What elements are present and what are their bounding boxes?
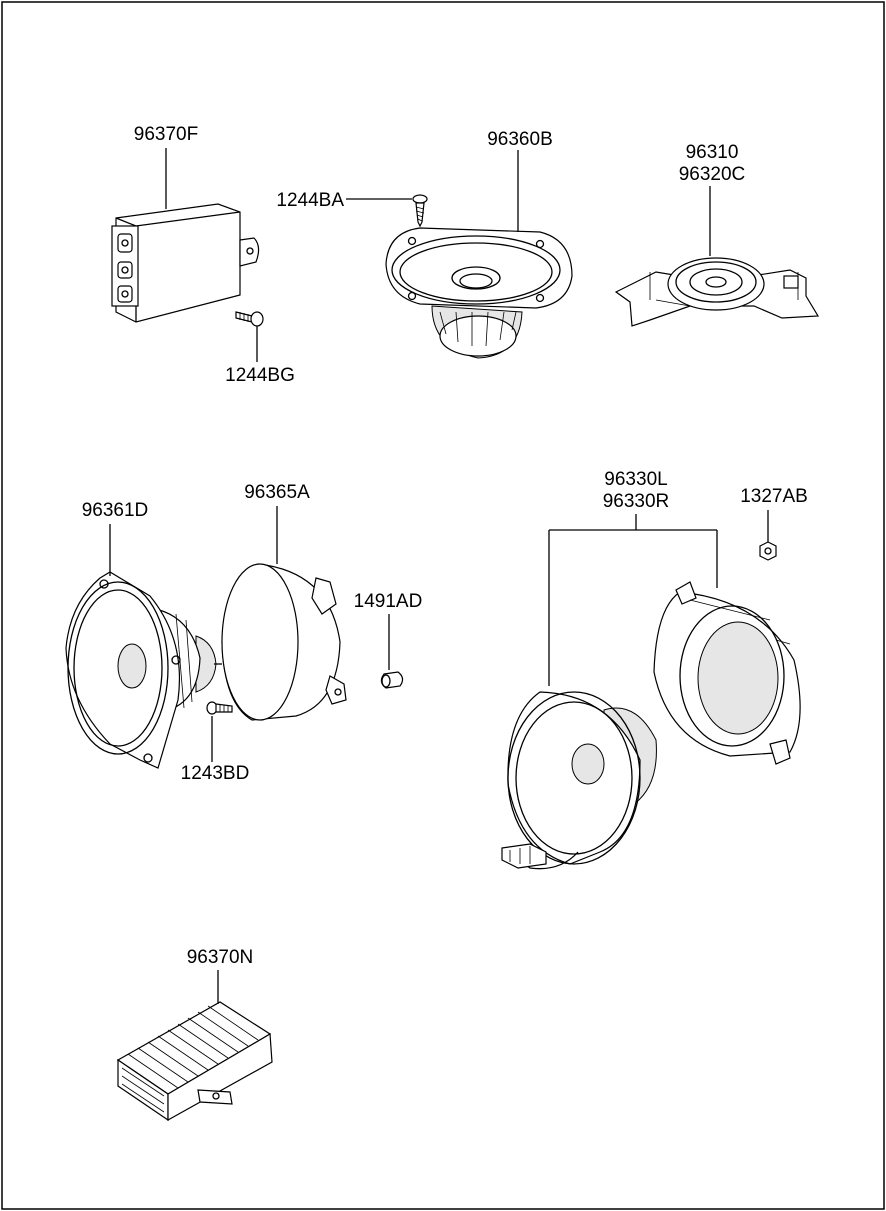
ring-96365A[interactable]: [221, 563, 347, 721]
clip-1491AD[interactable]: [380, 671, 404, 689]
spacer-96330[interactable]: [653, 581, 801, 765]
nut-1327AB[interactable]: [759, 541, 777, 561]
label-96360B: 96360B: [487, 129, 553, 150]
screw-1244BG[interactable]: [235, 311, 264, 327]
label-96320C: 96320C: [679, 164, 746, 185]
label-96370F: 96370F: [134, 124, 198, 145]
speaker-96360B[interactable]: [385, 227, 573, 359]
tweeter-96310[interactable]: [614, 257, 820, 327]
label-1327AB: 1327AB: [740, 486, 808, 507]
module-96370F[interactable]: [111, 203, 260, 323]
amplifier-96370N[interactable]: [116, 1001, 273, 1122]
label-1244BA: 1244BA: [276, 190, 344, 211]
label-1491AD: 1491AD: [354, 591, 423, 612]
label-96370N: 96370N: [187, 947, 254, 968]
screw-1244BA[interactable]: [412, 194, 428, 228]
label-96365A: 96365A: [244, 482, 310, 503]
speaker-96361D[interactable]: [65, 571, 222, 769]
label-1243BD: 1243BD: [181, 763, 250, 784]
label-96330R: 96330R: [603, 491, 670, 512]
screw-1243BD[interactable]: [206, 701, 233, 715]
label-96310: 96310: [686, 142, 739, 163]
label-96330L: 96330L: [604, 469, 667, 490]
speaker-96330[interactable]: [501, 691, 657, 870]
label-96361D: 96361D: [82, 500, 149, 521]
label-1244BG: 1244BG: [225, 365, 295, 386]
